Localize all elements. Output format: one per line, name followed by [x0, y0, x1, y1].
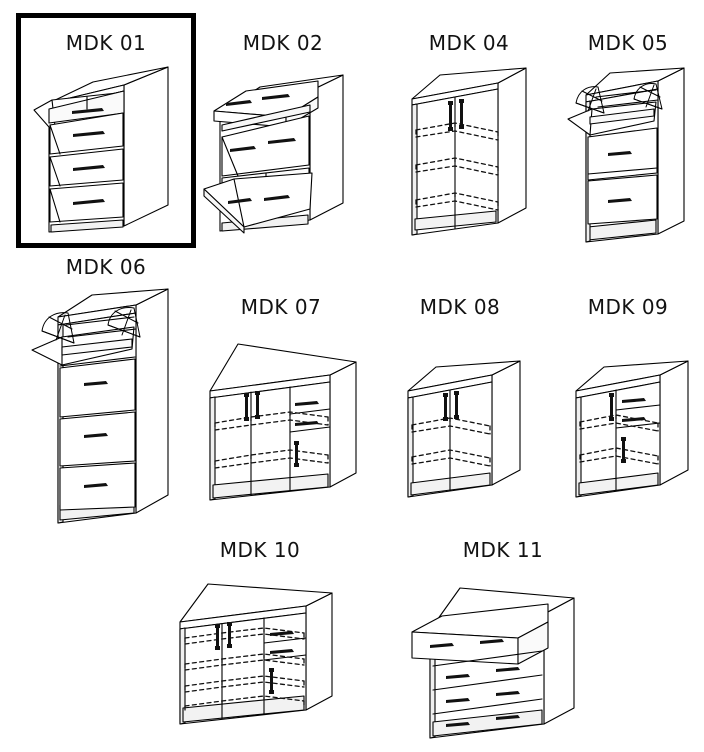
- catalog-item-mdk-10[interactable]: MDK 10: [170, 538, 350, 752]
- item-label-mdk-11: MDK 11: [462, 538, 544, 562]
- item-figure-mdk-06: [16, 255, 196, 530]
- item-label-mdk-06: MDK 06: [65, 255, 147, 279]
- item-figure-mdk-09: [552, 295, 704, 520]
- selected-variant-highlight: [16, 13, 196, 248]
- catalog-item-mdk-05[interactable]: MDK 05: [552, 13, 704, 248]
- item-label-mdk-05: MDK 05: [587, 31, 669, 55]
- catalog-item-mdk-07[interactable]: MDK 07: [196, 295, 366, 520]
- item-label-mdk-01: MDK 01: [65, 31, 147, 55]
- item-label-mdk-07: MDK 07: [240, 295, 322, 319]
- catalog-item-mdk-01[interactable]: MDK 01: [16, 13, 196, 248]
- item-figure-mdk-08: [380, 295, 540, 520]
- item-figure-mdk-02: [200, 13, 366, 248]
- item-figure-mdk-05: [552, 13, 704, 248]
- item-figure-mdk-07: [196, 295, 366, 520]
- item-label-mdk-08: MDK 08: [419, 295, 501, 319]
- item-figure-mdk-11: [408, 538, 598, 752]
- catalog-item-mdk-04[interactable]: MDK 04: [386, 13, 552, 248]
- item-figure-mdk-10: [170, 538, 350, 752]
- catalog-item-mdk-02[interactable]: MDK 02: [200, 13, 366, 248]
- item-label-mdk-10: MDK 10: [219, 538, 301, 562]
- catalog-item-mdk-06[interactable]: MDK 06: [16, 255, 196, 530]
- catalog-item-mdk-08[interactable]: MDK 08: [380, 295, 540, 520]
- item-label-mdk-02: MDK 02: [242, 31, 324, 55]
- item-label-mdk-04: MDK 04: [428, 31, 510, 55]
- item-figure-mdk-04: [386, 13, 552, 248]
- catalog-item-mdk-09[interactable]: MDK 09: [552, 295, 704, 520]
- item-figure-mdk-01: [16, 13, 196, 248]
- item-label-mdk-09: MDK 09: [587, 295, 669, 319]
- catalog-item-mdk-11[interactable]: MDK 11: [408, 538, 598, 752]
